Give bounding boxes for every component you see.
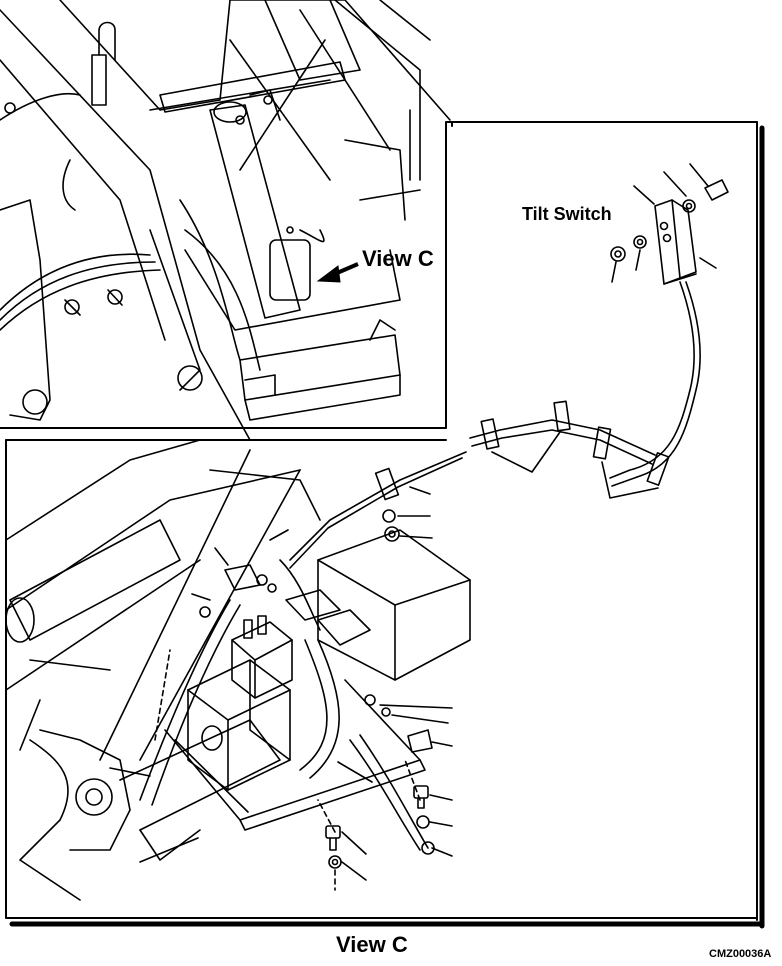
- tilt-switch-assembly: [469, 163, 729, 499]
- tilt-inset-frame: [449, 121, 765, 929]
- view-c-callout-arrow: [316, 262, 359, 283]
- view-c-callout-label: View C: [362, 246, 434, 271]
- overview-machine-frame: [0, 0, 451, 441]
- view-c-detail: [5, 439, 471, 901]
- view-c-frame: [5, 439, 765, 927]
- figure-id: CMZ00036A: [709, 948, 772, 960]
- view-c-title: View C: [336, 932, 408, 957]
- tilt-switch-label: Tilt Switch: [522, 204, 612, 224]
